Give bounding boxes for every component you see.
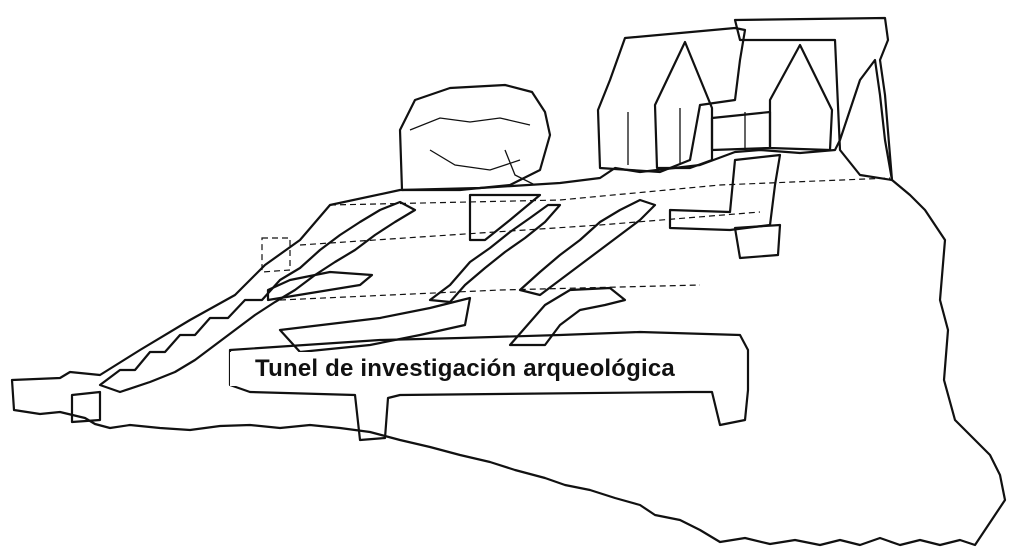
tunnel-small-left bbox=[70, 390, 102, 424]
earlier-phase-outline bbox=[261, 237, 291, 273]
temple-roof-right bbox=[768, 43, 834, 152]
stair-inner-2 bbox=[518, 198, 657, 297]
tunnel-label: Tunel de investigación arqueológica bbox=[230, 352, 700, 386]
hatched-block-right-2 bbox=[733, 223, 782, 260]
hatched-platform-mid bbox=[278, 296, 472, 354]
hatched-block-upper bbox=[468, 193, 542, 242]
temple-block-right bbox=[596, 26, 747, 174]
tunnel-gallery bbox=[228, 330, 750, 442]
stair-inner-1 bbox=[428, 203, 562, 304]
temple-middle-wall bbox=[710, 110, 772, 152]
hatched-block-right-1 bbox=[668, 153, 782, 232]
temple-roof-left bbox=[653, 40, 714, 170]
rear-structure bbox=[733, 16, 894, 182]
hatched-platform-left bbox=[266, 270, 374, 302]
small-structure-left bbox=[398, 83, 552, 192]
stair-left bbox=[98, 200, 417, 394]
mound-body bbox=[10, 58, 1007, 547]
